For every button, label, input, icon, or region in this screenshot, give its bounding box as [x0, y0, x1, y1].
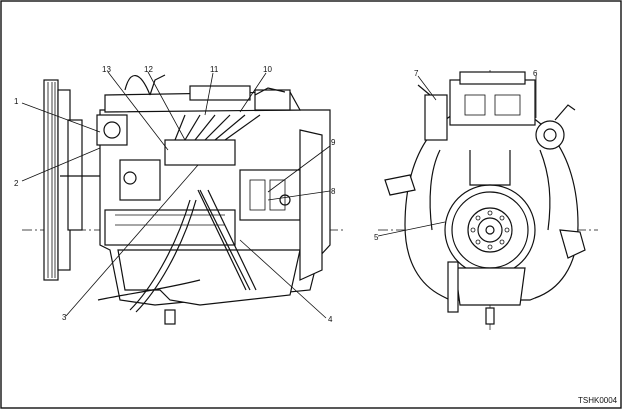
callout-5: 5	[374, 233, 379, 242]
callout-10: 10	[263, 65, 272, 74]
callout-2: 2	[14, 179, 19, 188]
flywheel-housing	[299, 129, 323, 281]
callout-8: 8	[331, 187, 336, 196]
callout-7: 7	[414, 69, 419, 78]
rear-view-leaders	[377, 75, 537, 237]
callout-13: 13	[102, 65, 111, 74]
alternator	[96, 114, 128, 146]
callout-11: 11	[210, 65, 219, 74]
rear-oil-pan	[454, 267, 526, 306]
callout-12: 12	[144, 65, 153, 74]
callout-6: 6	[533, 69, 538, 78]
turbocharger	[535, 120, 565, 150]
engine-rear-view	[378, 70, 598, 330]
callout-1: 1	[14, 97, 19, 106]
engine-side-view	[22, 74, 345, 325]
cooling-fan	[43, 79, 59, 281]
callout-3: 3	[62, 313, 67, 322]
callout-4: 4	[328, 315, 333, 324]
injection-pump	[164, 139, 236, 166]
figure-reference-code: TSHK0004	[578, 396, 618, 405]
callout-9: 9	[331, 138, 336, 147]
rocker-cover	[189, 85, 251, 101]
rear-cylinder-head	[449, 79, 536, 126]
side-view-leaders	[21, 71, 331, 319]
